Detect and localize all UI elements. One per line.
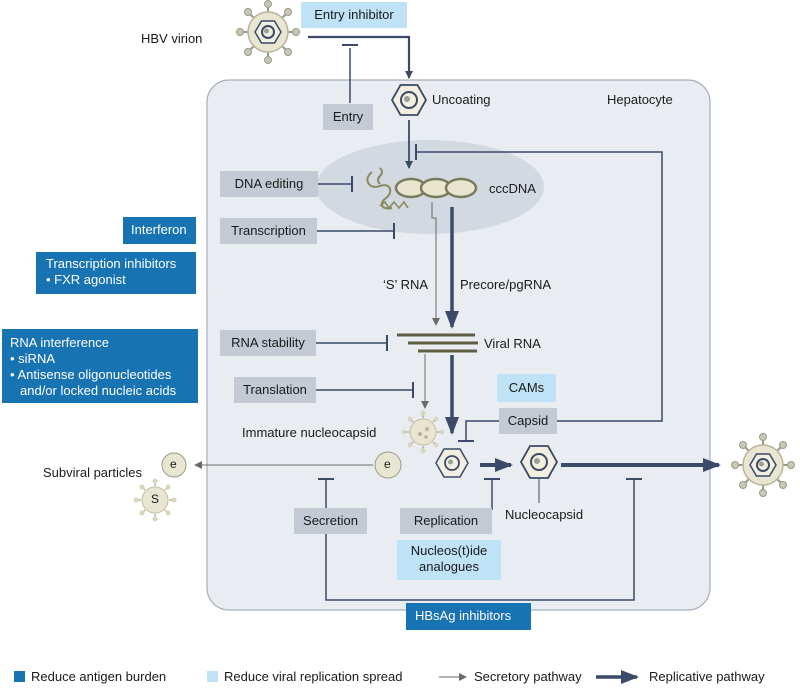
legend-secretory-label: Secretory pathway	[474, 669, 582, 684]
e-antigen-letter: e	[384, 457, 391, 471]
translation-step: Translation	[234, 377, 316, 403]
s-rna-label: ‘S’ RNA	[383, 277, 429, 292]
e-antigen-released-icon	[161, 452, 187, 478]
rna-interference-item-antisense: Antisense oligonucleotides	[10, 367, 198, 383]
replication-step: Replication	[400, 508, 492, 534]
e-antigen-icon	[374, 451, 402, 479]
rna-interference-title: RNA interference	[10, 335, 109, 350]
rna-stability-step: RNA stability	[220, 330, 316, 356]
hbv-virion-icon	[236, 0, 300, 64]
e-antigen-released-letter: e	[170, 457, 177, 471]
hbsag-bracket	[325, 480, 635, 601]
entry-arrow	[308, 35, 413, 79]
precore-pgrna-label: Precore/pgRNA	[460, 277, 552, 292]
legend-swatch-replication	[207, 671, 218, 682]
subviral-particles-label: Subviral particles	[43, 465, 142, 480]
rna-interference-therapy: RNA interference siRNA Antisense oligonu…	[2, 329, 198, 403]
legend-replicative-label: Replicative pathway	[649, 669, 765, 684]
entry-inhibitor-therapy: Entry inhibitor	[301, 2, 407, 28]
hbsag-inhibitors-therapy: HBsAg inhibitors	[406, 603, 531, 630]
uncoating-capsid-icon	[390, 84, 428, 116]
hbv-virion-label: HBV virion	[141, 31, 203, 46]
transcription-inhibitors-item: FXR agonist	[46, 272, 196, 288]
legend-swatch-antigen	[14, 671, 25, 682]
rna-interference-item-sirna: siRNA	[10, 351, 198, 367]
released-virion-icon	[731, 433, 795, 497]
secretion-step: Secretion	[294, 508, 367, 534]
subviral-s-letter: S	[151, 492, 160, 506]
cams-therapy: CAMs	[497, 374, 556, 402]
cccdna-icon	[394, 177, 478, 199]
nucleotide-analogues-line2: analogues	[419, 559, 479, 574]
capsid-inhibit-line	[465, 420, 499, 440]
transcription-step: Transcription	[220, 218, 317, 244]
immature-nucleocapsid-label: Immature nucleocapsid	[242, 425, 377, 440]
rna-interference-list: siRNA Antisense oligonucleotides	[10, 351, 198, 383]
transcription-inhibitors-list: FXR agonist	[46, 272, 196, 288]
recycling-loop	[416, 151, 663, 422]
legend-replication-label: Reduce viral replication spread	[224, 669, 403, 684]
nucleocapsid-icon	[519, 445, 559, 479]
immature-nucleocapsid-icon	[401, 410, 445, 454]
interferon-therapy: Interferon	[123, 217, 196, 244]
s-rna-arrow	[431, 202, 440, 326]
nucleotide-analogues-line1: Nucleos(t)ide	[410, 543, 488, 558]
transcription-inhibitors-title: Transcription inhibitors	[46, 256, 177, 271]
dna-editing-step: DNA editing	[220, 171, 318, 197]
entry-step: Entry	[323, 104, 373, 130]
transcription-inhibitors-therapy: Transcription inhibitors FXR agonist	[36, 252, 196, 294]
nucleocapsid-label: Nucleocapsid	[505, 507, 584, 522]
rna-interference-item-continuation: and/or locked nucleic acids	[20, 383, 177, 398]
viral-rna-strands	[397, 333, 478, 353]
hepatocyte-label: Hepatocyte	[607, 92, 673, 107]
dna-editing-enzyme-icon	[366, 167, 409, 210]
capsid-assembly-icon	[435, 448, 469, 478]
viral-rna-label: Viral RNA	[484, 336, 541, 351]
nucleotide-analogues-therapy: Nucleos(t)ide analogues	[397, 540, 501, 580]
legend-antigen-label: Reduce antigen burden	[31, 669, 167, 684]
capsid-step: Capsid	[499, 408, 557, 434]
subviral-particle-icon	[133, 478, 177, 522]
cccdna-label: cccDNA	[489, 181, 536, 196]
uncoating-label: Uncoating	[432, 92, 491, 107]
